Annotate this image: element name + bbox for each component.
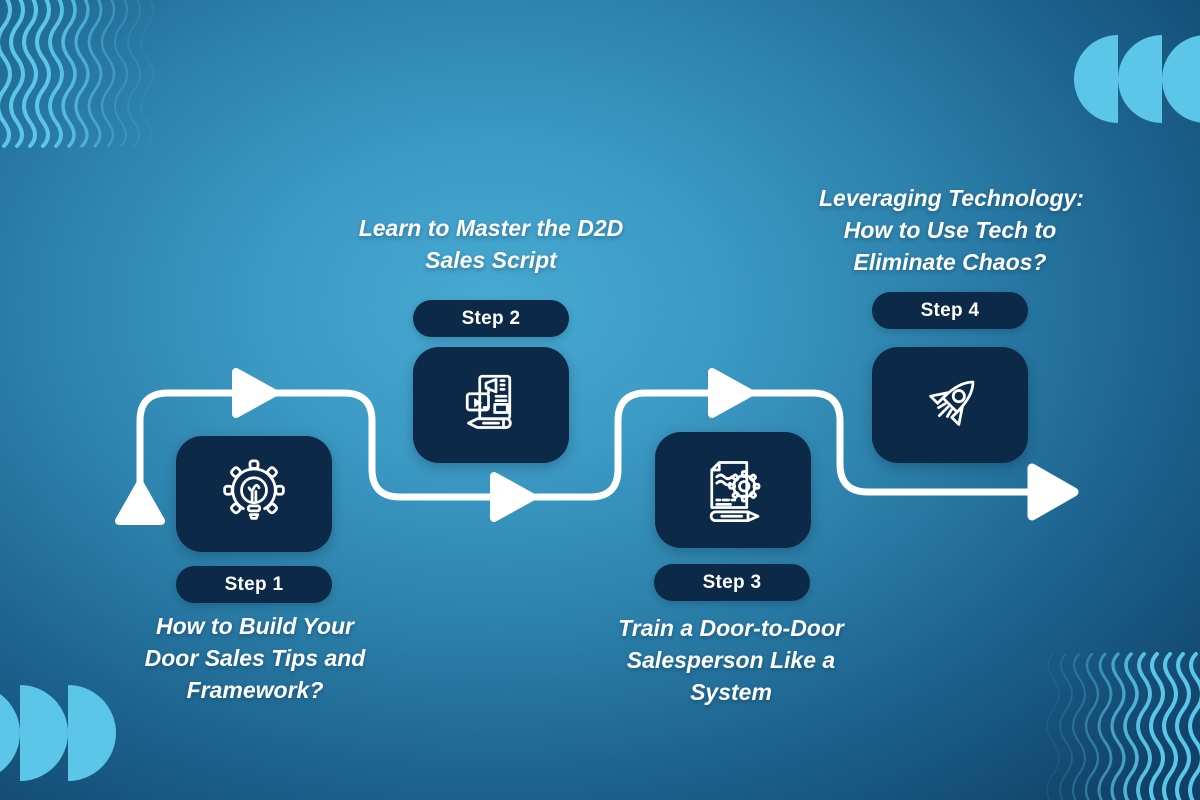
start-arrow-up-icon [115,480,165,525]
step-4-title: Leveraging Technology:How to Use Tech to… [819,185,1084,275]
end-arrow-right-icon [1027,463,1079,521]
flow-arrow-right-icon [232,368,278,418]
step-1-label-badge: Step 1 [176,566,332,603]
gear-lightbulb-icon [223,459,285,520]
step-4-card [872,347,1028,463]
step-3-label-badge: Step 3 [654,564,810,601]
sales-script-icon [465,374,512,429]
system-document-gear-icon [709,461,761,522]
flow-arrow-right-icon [490,472,536,522]
step-label: Step 4 [920,299,980,321]
step-3-card [655,432,811,548]
step-label: Step 3 [702,571,762,593]
connector-line [136,389,1038,509]
flow-arrow-right-icon [708,368,754,418]
step-2-card [413,347,569,463]
step-1-card [176,436,332,552]
step-4-label-badge: Step 4 [872,292,1028,329]
step-label: Step 1 [224,573,284,595]
rocket-icon [929,380,975,426]
step-label: Step 2 [461,307,521,329]
step-2-label-badge: Step 2 [413,300,569,337]
